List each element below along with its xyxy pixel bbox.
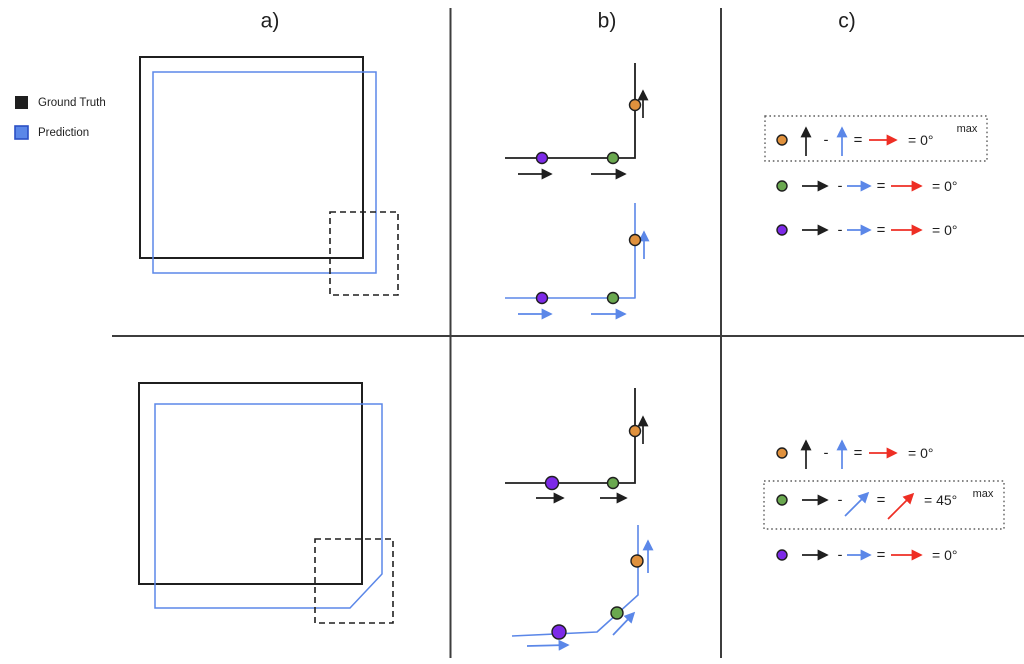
- point-marker-orange: [776, 134, 788, 146]
- panel-a-top: [139, 56, 399, 296]
- equals-sign: =: [877, 222, 886, 239]
- difference-vector-diagonal-icon: [887, 492, 915, 520]
- result-angle-text: = 45°: [924, 492, 957, 508]
- equation-row-orange-top: max - = = 0°: [764, 115, 988, 162]
- direction-arrow-diagonal-icon: [612, 611, 636, 636]
- max-box-top: [764, 115, 988, 162]
- legend-label-ground-truth: Ground Truth: [38, 97, 106, 109]
- equals-sign: =: [877, 547, 886, 564]
- legend-swatch-prediction: [14, 125, 29, 140]
- max-label: max: [957, 123, 978, 135]
- equation-row-purple-top: - = = 0°: [776, 222, 957, 239]
- boundary-point-orange: [628, 233, 642, 247]
- boundary-point-green: [606, 476, 620, 490]
- boundary-point-purple: [544, 475, 560, 491]
- equals-sign: =: [854, 132, 863, 149]
- result-angle-text: = 0°: [932, 547, 957, 563]
- boundary-point-purple: [535, 151, 549, 165]
- point-marker-purple: [776, 224, 788, 236]
- panel-b-top-ground-truth-corner: [505, 63, 649, 180]
- boundary-point-purple: [535, 291, 549, 305]
- gt-corner-outline: [505, 63, 636, 159]
- ground-truth-box-top: [139, 56, 364, 259]
- boundary-point-green: [606, 291, 620, 305]
- panel-label-b: b): [598, 10, 617, 33]
- max-label: max: [973, 488, 994, 500]
- panel-c-top-equations: max - = = 0° - = = 0° - = = 0°: [764, 115, 988, 239]
- panel-label-c: c): [838, 10, 856, 33]
- max-box-bottom: [763, 480, 1005, 530]
- minus-sign: -: [838, 178, 843, 195]
- legend: Ground Truth Prediction: [14, 96, 106, 140]
- boundary-point-orange: [628, 98, 642, 112]
- panel-c-bottom-equations: - = = 0° max - = = 45° - = = 0°: [763, 439, 1005, 564]
- result-angle-text: = 0°: [932, 178, 957, 194]
- equals-sign: =: [854, 445, 863, 462]
- boundary-point-orange: [628, 424, 642, 438]
- minus-sign: -: [824, 132, 829, 149]
- zoom-region-box-bottom: [314, 538, 394, 624]
- point-marker-purple: [776, 549, 788, 561]
- ground-truth-box-bottom: [138, 382, 363, 585]
- panel-a-bottom: [138, 382, 394, 624]
- equation-row-green-top: - = = 0°: [776, 178, 957, 195]
- point-marker-green: [776, 494, 788, 506]
- legend-label-prediction: Prediction: [38, 127, 89, 139]
- minus-sign: -: [838, 547, 843, 564]
- result-angle-text: = 0°: [932, 222, 957, 238]
- prediction-box-bottom-cut-corner: [154, 403, 383, 609]
- direction-arrow-right-icon: [526, 639, 570, 651]
- boundary-point-green: [610, 606, 624, 620]
- gt-corner-outline: [505, 388, 636, 484]
- point-marker-green: [776, 180, 788, 192]
- panel-b-bottom-ground-truth-corner: [505, 388, 649, 504]
- minus-sign: -: [838, 492, 843, 509]
- equation-row-orange-bottom: - = = 0°: [776, 439, 933, 469]
- minus-sign: -: [824, 445, 829, 462]
- equation-row-purple-bottom: - = = 0°: [776, 547, 957, 564]
- equals-sign: =: [877, 492, 886, 509]
- result-angle-text: = 0°: [908, 132, 933, 148]
- equals-sign: =: [877, 178, 886, 195]
- point-marker-orange: [776, 447, 788, 459]
- panel-b-top-prediction-corner: [505, 203, 650, 320]
- equation-row-green-bottom: max - = = 45°: [763, 480, 1005, 530]
- legend-swatch-ground-truth: [15, 96, 28, 109]
- result-angle-text: = 0°: [908, 445, 933, 461]
- pred-corner-outline: [505, 203, 636, 299]
- boundary-point-purple: [551, 624, 567, 640]
- panel-label-a: a): [261, 10, 280, 33]
- zoom-region-box-top: [329, 211, 399, 296]
- boundary-point-orange: [630, 554, 644, 568]
- minus-sign: -: [838, 222, 843, 239]
- panel-b-bottom-prediction-corner: [511, 525, 654, 651]
- prediction-box-top: [152, 71, 377, 274]
- pred-vector-diagonal-icon: [844, 491, 870, 517]
- boundary-point-green: [606, 151, 620, 165]
